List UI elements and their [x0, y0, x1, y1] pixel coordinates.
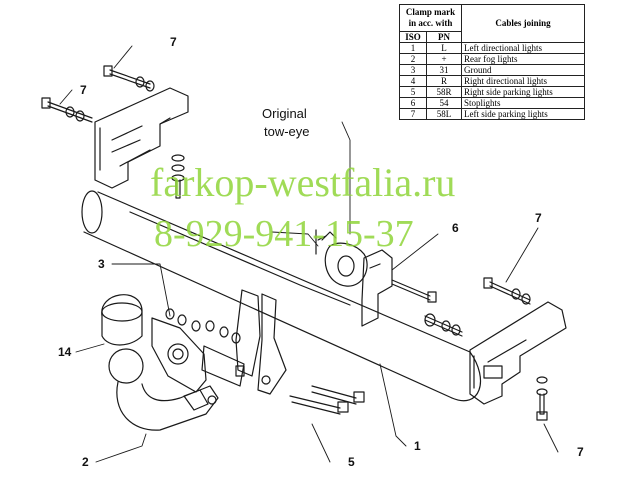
cell-pn: 54 — [426, 97, 462, 109]
table-row: 6 54 Stoplights — [399, 97, 585, 109]
bolt-set-left — [41, 97, 93, 123]
socket-plate — [151, 317, 207, 393]
callout-1: 1 — [414, 439, 421, 453]
vertical-bolt-top — [171, 154, 185, 199]
watermark-site: farkop-westfalia.ru — [150, 160, 455, 205]
table-row: 3 31 Ground — [399, 64, 585, 76]
cell-pn: L — [426, 42, 462, 54]
original-tow-eye — [315, 229, 368, 287]
header-pn: PN — [426, 31, 462, 43]
caption-original: Original — [262, 106, 307, 121]
callout-5: 5 — [348, 455, 355, 469]
cell-desc: Right directional lights — [461, 75, 585, 87]
table-header-row: Clamp mark in acc. with Cables joining — [399, 4, 585, 43]
cell-iso: 7 — [399, 108, 427, 120]
cell-desc: Right side parking lights — [461, 86, 585, 98]
cell-iso: 4 — [399, 75, 427, 87]
callout-2: 2 — [82, 455, 89, 469]
callout-7-right: 7 — [535, 211, 542, 225]
main-cross-beam — [81, 190, 481, 402]
bolt-center-right — [391, 279, 463, 337]
caption-tow-eye: tow-eye — [264, 124, 310, 139]
header-iso: ISO — [399, 31, 427, 43]
long-bolts-center — [235, 365, 365, 415]
callout-14: 14 — [58, 345, 72, 359]
bolt-row-socket — [165, 308, 241, 344]
cell-desc: Ground — [461, 64, 585, 76]
bolt-bottom-right — [536, 376, 548, 421]
cell-pn: 58L — [426, 108, 462, 120]
cell-desc: Left side parking lights — [461, 108, 585, 120]
cell-pn: R — [426, 75, 462, 87]
cables-joining-table: Clamp mark in acc. with Cables joining I… — [399, 4, 585, 120]
vertical-plate-pair — [201, 289, 287, 395]
callout-3: 3 — [98, 257, 105, 271]
cell-iso: 2 — [399, 53, 427, 65]
cell-desc: Rear fog lights — [461, 53, 585, 65]
cell-pn: + — [426, 53, 462, 65]
center-right-bracket — [361, 249, 393, 327]
header-clamp-mark: Clamp mark in acc. with — [399, 4, 462, 32]
cell-iso: 3 — [399, 64, 427, 76]
table-row: 2 + Rear fog lights — [399, 53, 585, 65]
cell-iso: 6 — [399, 97, 427, 109]
ball-cover-cap — [101, 294, 143, 346]
tow-ball-neck — [108, 348, 219, 431]
table-row: 7 58L Left side parking lights — [399, 108, 585, 120]
leader-lines — [59, 45, 559, 463]
cell-pn: 31 — [426, 64, 462, 76]
right-mounting-bracket — [469, 301, 567, 405]
callout-7-bottom-right: 7 — [577, 445, 584, 459]
left-mounting-bracket — [94, 87, 189, 189]
bolt-set-right — [483, 277, 531, 305]
table-row: 5 58R Right side parking lights — [399, 86, 585, 98]
callout-6: 6 — [452, 221, 459, 235]
table-row: 1 L Left directional lights — [399, 42, 585, 54]
cell-desc: Stoplights — [461, 97, 585, 109]
cell-pn: 58R — [426, 86, 462, 98]
bolt-set-top-left — [103, 65, 155, 92]
callout-7-top-left: 7 — [170, 35, 177, 49]
cell-iso: 1 — [399, 42, 427, 54]
watermark-phone: 8-929-941-15-37 — [154, 213, 414, 255]
cell-desc: Left directional lights — [461, 42, 585, 54]
callout-7-left: 7 — [80, 83, 87, 97]
table-row: 4 R Right directional lights — [399, 75, 585, 87]
header-cables-joining: Cables joining — [461, 4, 585, 43]
cell-iso: 5 — [399, 86, 427, 98]
